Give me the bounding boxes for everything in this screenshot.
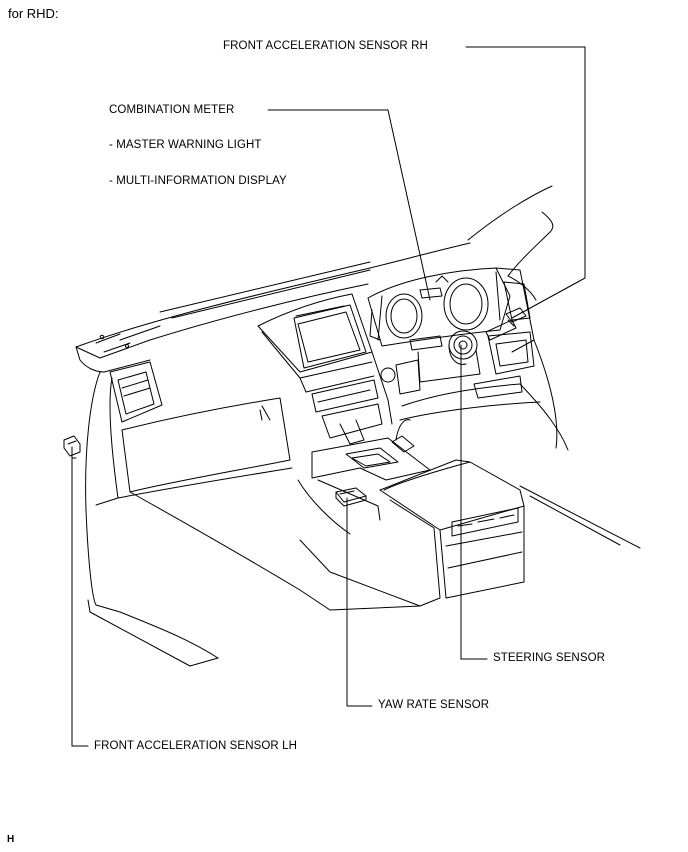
- leader-steering-sensor: [460, 344, 488, 660]
- label-yaw-rate-sensor: YAW RATE SENSOR: [378, 699, 490, 711]
- label-combination-meter: COMBINATION METER: [109, 104, 235, 116]
- label-front-acceleration-sensor-lh: FRONT ACCELERATION SENSOR LH: [94, 740, 298, 752]
- right-dash-end: [401, 267, 535, 407]
- leader-front-accel-rh: [465, 46, 586, 319]
- glove-box: [95, 377, 293, 506]
- floor-lines: [129, 491, 421, 667]
- label-multi-information-display: - MULTI-INFORMATION DISPLAY: [109, 175, 287, 187]
- dashboard-top: [75, 242, 471, 359]
- leader-yaw-rate: [346, 497, 373, 707]
- front-acceleration-sensor-rh: [505, 307, 527, 327]
- center-console: [297, 419, 525, 607]
- front-acceleration-sensor-lh: [63, 435, 81, 459]
- leader-combination-meter: [267, 109, 431, 301]
- leader-lines: [71, 46, 586, 747]
- steering-column: [409, 319, 517, 383]
- leader-front-accel-lh: [71, 446, 89, 747]
- variant-heading: for RHD:: [8, 6, 59, 21]
- label-steering-sensor: STEERING SENSOR: [493, 652, 606, 664]
- combination-meter: [367, 267, 511, 347]
- lower-dash-right: [399, 339, 641, 549]
- yaw-rate-sensor: [335, 487, 367, 507]
- center-stack: [257, 293, 421, 445]
- figure-code: H: [7, 834, 15, 845]
- label-master-warning-light: - MASTER WARNING LIGHT: [109, 139, 262, 151]
- label-front-acceleration-sensor-rh: FRONT ACCELERATION SENSOR RH: [223, 40, 428, 52]
- left-dash-end: [75, 346, 219, 667]
